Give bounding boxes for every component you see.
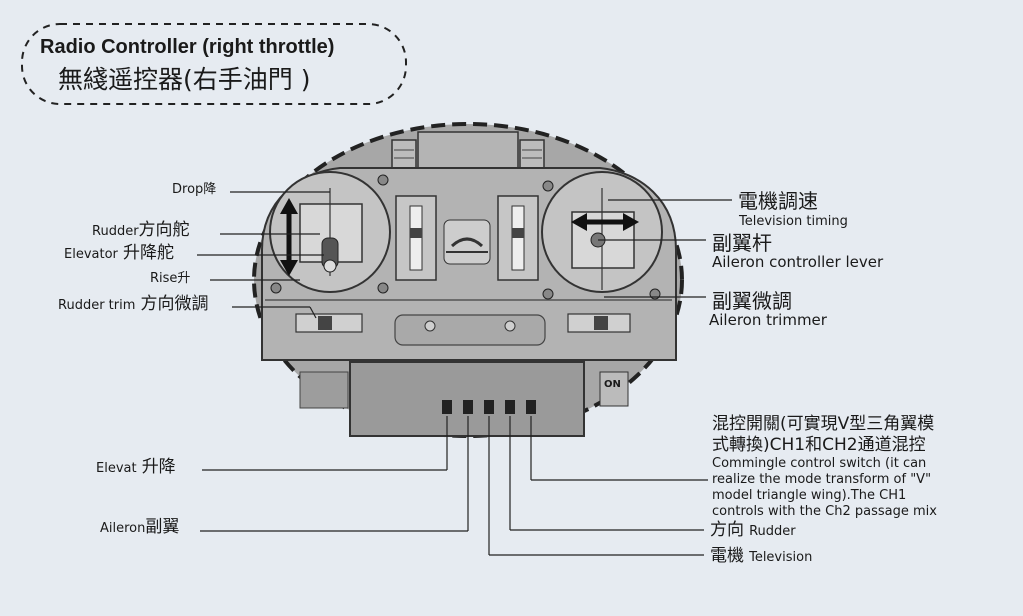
label-motor: 電機 Television bbox=[710, 546, 813, 566]
label-motor-speed-en: Television timing bbox=[739, 214, 848, 229]
label-rise: Rise升 bbox=[150, 271, 191, 286]
mix-zh-line-1: 混控開關(可實現V型三角翼模 bbox=[712, 414, 935, 434]
label-motor-speed-zh: 電機調速 bbox=[738, 189, 818, 213]
label-rudder: Rudder方向舵 bbox=[92, 220, 190, 240]
title-bubble bbox=[21, 23, 407, 105]
mix-en-line-4: controls with the Ch2 passage mix bbox=[712, 504, 937, 519]
mix-en-line-1: Commingle control switch (it can bbox=[712, 456, 927, 471]
label-aileron-trim-zh: 副翼微調 bbox=[712, 289, 792, 313]
mix-switch-description: 混控開關(可實現V型三角翼模 式轉換)CH1和CH2通道混控 Commingle… bbox=[712, 414, 937, 520]
label-drop: Drop降 bbox=[172, 182, 217, 197]
label-rudder-trim: Rudder trim 方向微調 bbox=[58, 294, 209, 314]
label-aileron-lever-zh: 副翼杆 bbox=[712, 231, 772, 255]
title-english: Radio Controller (right throttle) bbox=[40, 36, 335, 58]
label-aileron-lever-en: Aileron controller lever bbox=[712, 253, 884, 271]
mix-en-line-2: realize the mode transform of "V" bbox=[712, 472, 932, 487]
label-direction: 方向 Rudder bbox=[710, 520, 796, 540]
label-aileron: Aileron副翼 bbox=[100, 517, 180, 537]
mix-en-line-3: model triangle wing).The CH1 bbox=[712, 488, 907, 503]
label-elevator: Elevator 升降舵 bbox=[64, 243, 174, 263]
title-chinese: 無綫遥控器(右手油門 ) bbox=[58, 65, 311, 94]
label-elevat: Elevat 升降 bbox=[96, 457, 176, 477]
label-aileron-trim-en: Aileron trimmer bbox=[709, 311, 827, 329]
on-switch-label: ON bbox=[604, 379, 621, 390]
channel-switches bbox=[442, 400, 536, 414]
mix-zh-line-2: 式轉換)CH1和CH2通道混控 bbox=[712, 435, 926, 455]
